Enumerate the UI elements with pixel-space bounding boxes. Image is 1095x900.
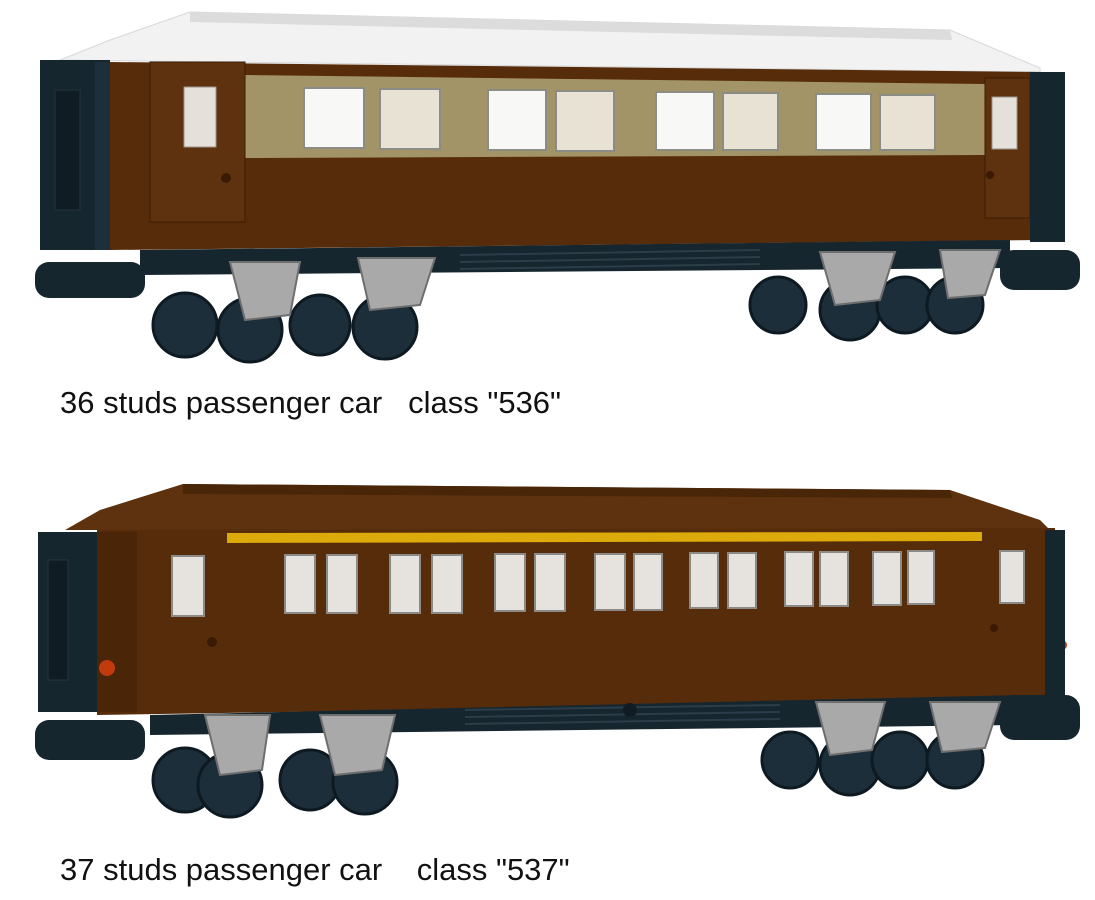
train-car-illustration <box>35 484 1080 819</box>
train-car-illustration <box>35 11 1080 364</box>
caption-class-536: 36 studs passenger car class "536" <box>60 385 562 420</box>
caption-class-537: 37 studs passenger car class "537" <box>60 852 570 887</box>
passenger-car-537-render <box>0 470 1095 830</box>
passenger-car-536-render <box>0 0 1095 370</box>
